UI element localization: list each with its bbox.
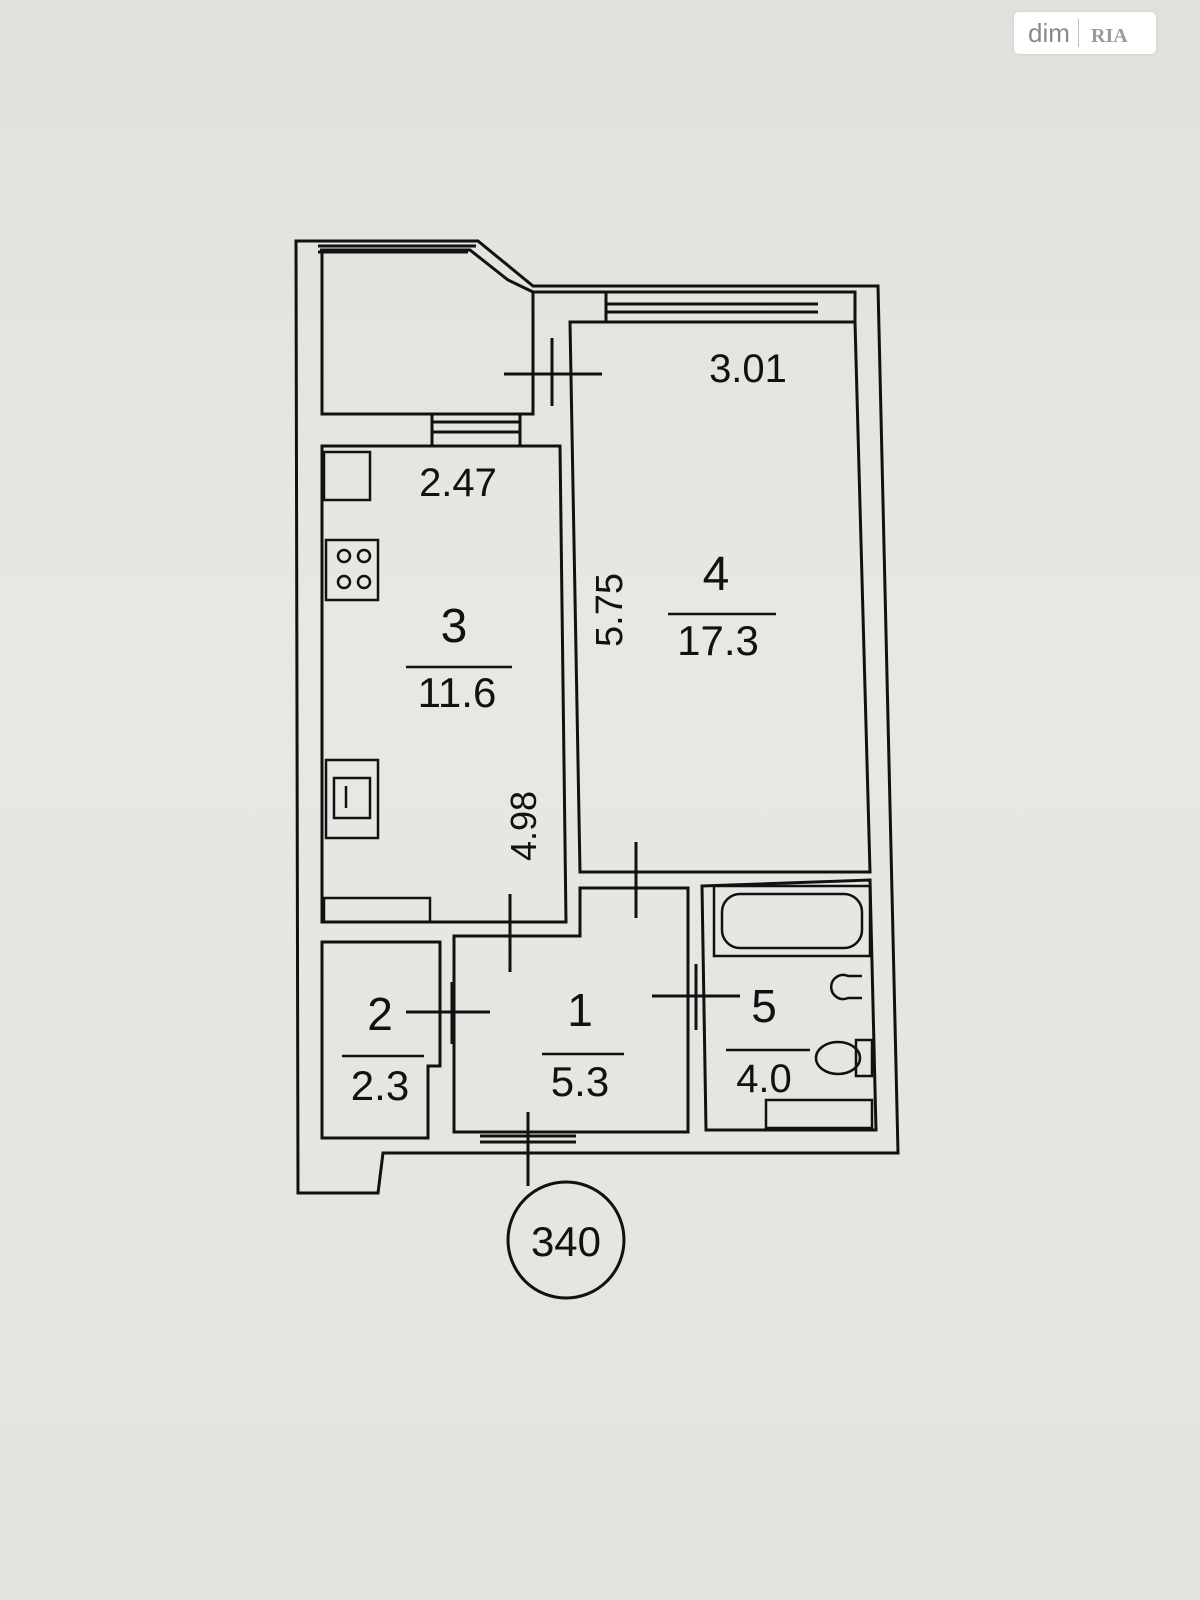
room-4-area: 17.3 [677,617,759,664]
balcony-window [318,244,476,254]
inner-wall [320,248,535,308]
room-4-number: 4 [703,548,730,601]
area-underlines [342,612,810,1058]
walls [294,239,900,1195]
bathroom-cabinet [764,1098,874,1130]
bathroom-wall [700,878,878,1132]
room-2-number: 2 [367,988,393,1040]
kitchen-counter [322,896,432,924]
living-room-window [605,290,818,314]
room-1-number: 1 [567,984,593,1036]
bathtub-icon [712,884,872,958]
watermark-divider [1077,19,1079,47]
kitchen-width-label: 2.47 [419,461,497,505]
dim-ria-watermark: dim RIA [1014,12,1156,54]
storage-wall [320,940,442,1140]
kitchen-wall [320,444,568,924]
kitchen-balcony-door [430,414,522,446]
room-1-area: 5.3 [551,1058,609,1105]
column-wall [533,290,857,322]
ria-logo-icon: RIA [1091,25,1128,47]
outer-wall [294,239,900,1195]
kitchen-cabinet [322,450,372,502]
apartment-number: 340 [531,1218,601,1265]
balcony-wall [320,252,535,416]
washbasin-icon [830,973,862,1001]
svg-text:RIA: RIA [1091,25,1128,47]
room-width-label: 3.01 [709,347,787,391]
living-room-wall [568,320,872,874]
watermark-brand-text: dim [1028,17,1070,48]
fixtures [322,450,874,1130]
room-3-number: 3 [441,600,468,653]
door-marks [406,338,740,1186]
room-2-area: 2.3 [351,1062,409,1109]
room-length-label: 5.75 [589,573,631,647]
kitchen-sink-icon [324,758,380,840]
room-5-number: 5 [751,980,777,1032]
kitchen-length-label: 4.98 [503,791,544,861]
stove-icon [324,538,380,602]
room-3-area: 11.6 [418,669,497,716]
room-5-area: 4.0 [736,1057,792,1101]
toilet-icon [814,1038,874,1078]
hall-wall [452,886,690,1134]
apartment-number-circle [506,1180,626,1300]
